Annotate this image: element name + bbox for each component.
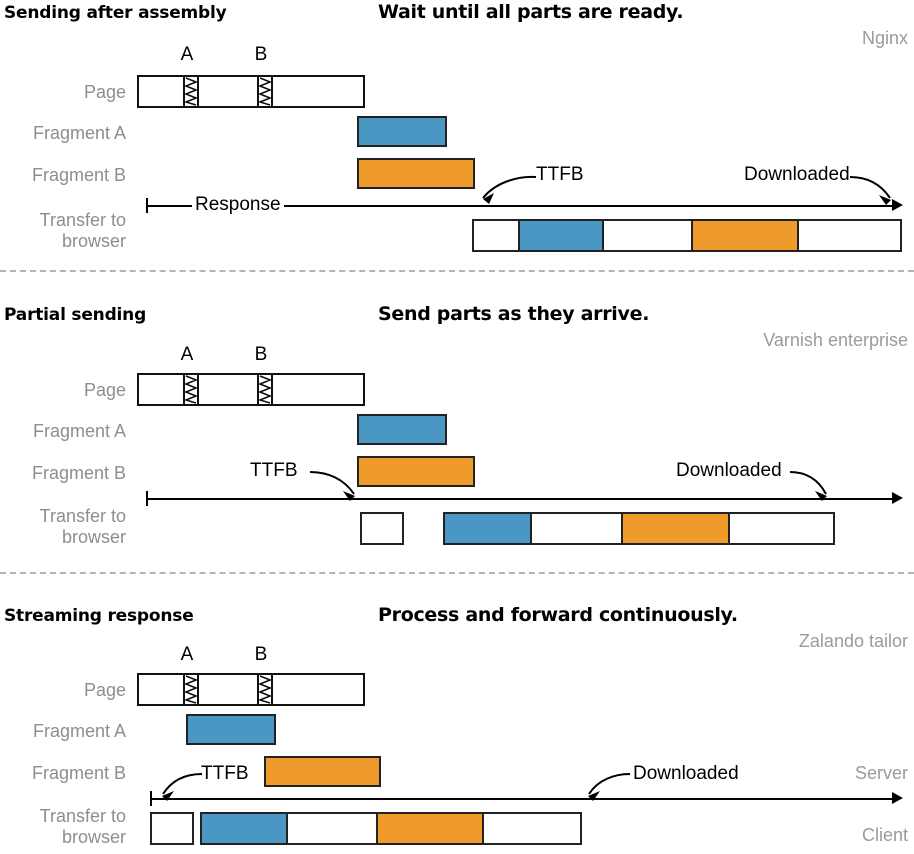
row-label-fragment-a: Fragment A bbox=[32, 721, 126, 741]
lane-label-client: Client bbox=[861, 825, 908, 845]
marker-b-label: B bbox=[254, 344, 268, 365]
transfer-segment-orange bbox=[621, 514, 728, 543]
section-title: Sending after assembly bbox=[4, 3, 227, 23]
annotation-ttfb: TTFB bbox=[250, 460, 298, 481]
section-divider-2 bbox=[0, 572, 914, 574]
section-title: Streaming response bbox=[4, 606, 194, 626]
page-bar bbox=[137, 75, 365, 108]
transfer-segment-white-1 bbox=[474, 221, 518, 250]
ttfb-arrow-icon bbox=[162, 773, 203, 801]
row-label-fragment-a: Fragment A bbox=[32, 421, 126, 441]
row-label-fragment-b: Fragment B bbox=[31, 463, 126, 483]
downloaded-arrow-icon bbox=[789, 471, 827, 501]
fragment-b-block bbox=[357, 456, 475, 487]
transfer-segment-white-1 bbox=[150, 812, 194, 845]
annotation-response: Response bbox=[192, 194, 284, 216]
transfer-segment-white-1 bbox=[360, 512, 404, 545]
section-caption: Process and forward continuously. bbox=[378, 604, 738, 626]
ttfb-arrow-icon bbox=[482, 175, 537, 204]
transfer-segment-orange bbox=[376, 814, 482, 843]
timeline-start-cap bbox=[146, 198, 148, 213]
marker-a-label: A bbox=[180, 344, 194, 365]
marker-b-label: B bbox=[254, 44, 268, 65]
annotation-downloaded: Downloaded bbox=[633, 763, 739, 784]
transfer-segment-white-2 bbox=[602, 221, 691, 250]
row-label-transfer-to-browser: Transfer to browser bbox=[0, 506, 126, 548]
transfer-label-line2: browser bbox=[61, 827, 126, 847]
row-label-page: Page bbox=[83, 82, 126, 102]
transfer-segment-orange bbox=[691, 221, 797, 250]
timeline-end-arrow bbox=[892, 492, 903, 504]
section-vendor-label: Zalando tailor bbox=[798, 631, 908, 651]
timeline-end-arrow bbox=[892, 792, 903, 804]
ttfb-arrow-icon bbox=[309, 471, 355, 501]
section-sending-after-assembly: Sending after assembly Wait until all pa… bbox=[0, 0, 914, 272]
transfer-segment-blue bbox=[445, 514, 530, 543]
transfer-segment-white-3 bbox=[728, 514, 831, 543]
page-bar bbox=[137, 373, 365, 406]
transfer-label-line2: browser bbox=[61, 527, 126, 547]
transfer-segment-white-3 bbox=[797, 221, 898, 250]
timeline-axis bbox=[146, 205, 894, 207]
fragment-a-block bbox=[357, 116, 447, 147]
row-label-fragment-b: Fragment B bbox=[31, 165, 126, 185]
transfer-segment-blue bbox=[202, 814, 286, 843]
transfer-segment-white-2 bbox=[286, 814, 376, 843]
transfer-segment-white-3 bbox=[482, 814, 580, 843]
transfer-segment-blue bbox=[518, 221, 602, 250]
section-streaming-response: Streaming response Process and forward c… bbox=[0, 600, 914, 854]
transfer-label-line1: Transfer to bbox=[39, 506, 126, 526]
marker-a-label: A bbox=[180, 644, 194, 665]
downloaded-arrow-icon bbox=[588, 773, 631, 801]
transfer-bar bbox=[472, 219, 902, 252]
timeline-axis bbox=[150, 798, 894, 800]
row-label-transfer-to-browser: Transfer to browser bbox=[0, 806, 126, 848]
section-vendor-label: Varnish enterprise bbox=[763, 330, 908, 350]
page-slot-b bbox=[257, 77, 273, 106]
transfer-label-line1: Transfer to bbox=[39, 210, 126, 230]
downloaded-arrow-icon bbox=[849, 176, 891, 205]
transfer-segment-white-2 bbox=[530, 514, 621, 543]
row-label-fragment-a: Fragment A bbox=[32, 123, 126, 143]
transfer-bar bbox=[200, 812, 582, 845]
marker-a-label: A bbox=[180, 44, 194, 65]
page-slot-a bbox=[183, 375, 199, 404]
row-label-page: Page bbox=[83, 680, 126, 700]
annotation-ttfb: TTFB bbox=[201, 763, 249, 784]
page-slot-a bbox=[183, 675, 199, 704]
transfer-label-line2: browser bbox=[61, 231, 126, 251]
timeline-start-cap bbox=[146, 491, 148, 506]
page-slot-b bbox=[257, 675, 273, 704]
annotation-ttfb: TTFB bbox=[536, 164, 584, 185]
row-label-fragment-b: Fragment B bbox=[31, 763, 126, 783]
page-slot-b bbox=[257, 375, 273, 404]
section-caption: Wait until all parts are ready. bbox=[378, 1, 684, 23]
transfer-label-line1: Transfer to bbox=[39, 806, 126, 826]
annotation-downloaded: Downloaded bbox=[744, 164, 850, 185]
transfer-bar bbox=[443, 512, 835, 545]
row-label-page: Page bbox=[83, 380, 126, 400]
section-vendor-label: Nginx bbox=[861, 28, 908, 48]
marker-b-label: B bbox=[254, 644, 268, 665]
lane-label-server: Server bbox=[854, 763, 908, 783]
fragment-a-block bbox=[357, 414, 447, 445]
timeline-end-arrow bbox=[892, 199, 903, 211]
fragment-b-block bbox=[357, 158, 475, 189]
fragment-a-block bbox=[186, 714, 276, 745]
section-partial-sending: Partial sending Send parts as they arriv… bbox=[0, 300, 914, 574]
section-title: Partial sending bbox=[4, 305, 147, 325]
row-label-transfer-to-browser: Transfer to browser bbox=[0, 210, 126, 252]
section-divider-1 bbox=[0, 270, 914, 272]
page-bar bbox=[137, 673, 365, 706]
timeline-axis bbox=[146, 498, 894, 500]
timeline-start-cap bbox=[150, 791, 152, 806]
page-slot-a bbox=[183, 77, 199, 106]
section-caption: Send parts as they arrive. bbox=[378, 303, 650, 325]
annotation-downloaded: Downloaded bbox=[676, 460, 782, 481]
fragment-b-block bbox=[264, 756, 381, 787]
